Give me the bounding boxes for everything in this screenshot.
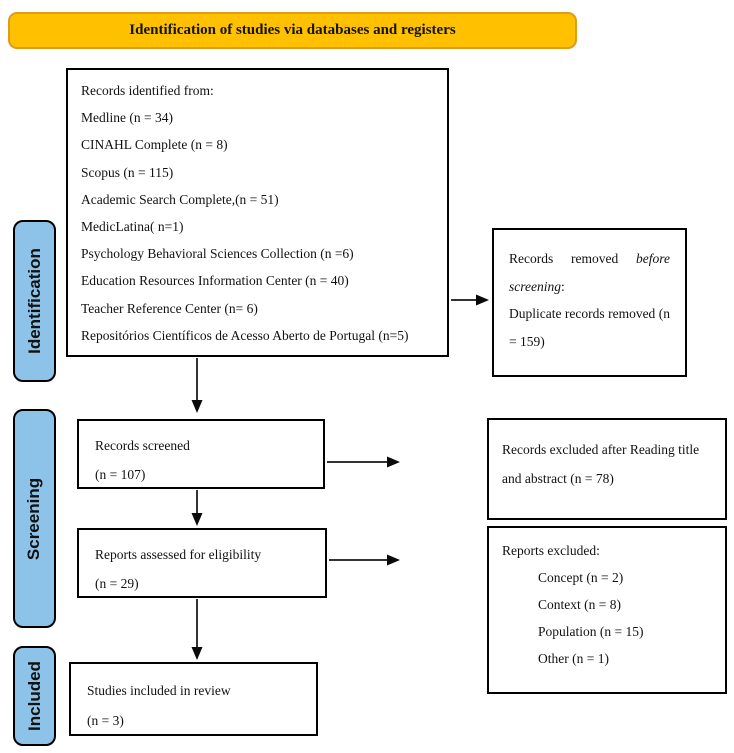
arrow-identified-to-screened bbox=[191, 358, 203, 413]
stage-screening: Screening bbox=[13, 409, 56, 628]
arrow-assessed-to-included bbox=[191, 599, 203, 660]
records-removed-lead: Records removed before screening: bbox=[509, 245, 670, 300]
box-reports-excluded: Reports excluded: Concept (n = 2) Contex… bbox=[487, 526, 727, 694]
diagram-header: Identification of studies via databases … bbox=[8, 12, 577, 49]
reports-assessed-count: (n = 29) bbox=[95, 576, 139, 591]
stage-included: Included bbox=[13, 646, 56, 746]
reports-assessed-line1: Reports assessed for eligibility bbox=[95, 547, 262, 562]
stage-identification: Identification bbox=[13, 220, 56, 382]
stage-identification-label: Identification bbox=[24, 248, 44, 354]
records-excluded-text: Records excluded after Reading title and… bbox=[502, 442, 700, 486]
records-identified-line: Psychology Behavioral Sciences Collectio… bbox=[81, 246, 354, 262]
arrow-identified-to-removed bbox=[451, 294, 489, 306]
records-identified-line: Records identified from: bbox=[81, 83, 214, 98]
records-removed-italic-text: before screening bbox=[509, 251, 670, 294]
reports-excluded-item: Concept (n = 2) bbox=[538, 570, 624, 585]
records-identified-line: Repositórios Científicos de Acesso Abert… bbox=[81, 327, 409, 343]
records-identified-line: Education Resources Information Center (… bbox=[81, 273, 349, 289]
studies-included-line1: Studies included in review bbox=[87, 683, 231, 698]
box-records-excluded: Records excluded after Reading title and… bbox=[487, 418, 727, 520]
reports-excluded-item: Context (n = 8) bbox=[538, 597, 621, 612]
studies-included-count: (n = 3) bbox=[87, 713, 124, 728]
records-identified-line: Academic Search Complete,(n = 51) bbox=[81, 191, 279, 207]
records-removed-colon: : bbox=[560, 278, 565, 294]
reports-excluded-item: Population (n = 15) bbox=[538, 624, 644, 639]
arrow-screened-to-assessed bbox=[191, 490, 203, 526]
records-identified-line: MedicLatina( n=1) bbox=[81, 219, 184, 235]
reports-excluded-title: Reports excluded: bbox=[502, 543, 600, 558]
box-records-screened: Records screened (n = 107) bbox=[77, 419, 325, 489]
records-identified-line: CINAHL Complete (n = 8) bbox=[81, 137, 228, 153]
records-screened-line1: Records screened bbox=[95, 438, 190, 453]
records-removed-lead-text: Records removed bbox=[509, 251, 619, 266]
records-identified-line: Medline (n = 34) bbox=[81, 110, 173, 126]
arrow-assessed-to-excluded bbox=[329, 554, 400, 566]
stage-included-label: Included bbox=[24, 661, 44, 731]
diagram-header-title: Identification of studies via databases … bbox=[129, 22, 456, 38]
records-removed-detail: Duplicate records removed (n = 159) bbox=[509, 306, 670, 349]
records-identified-line: Teacher Reference Center (n= 6) bbox=[81, 300, 258, 316]
box-records-identified: Records identified from: Medline (n = 34… bbox=[66, 68, 449, 357]
records-identified-line: Scopus (n = 115) bbox=[81, 164, 174, 180]
records-screened-count: (n = 107) bbox=[95, 467, 146, 482]
stage-screening-label: Screening bbox=[24, 477, 44, 560]
reports-excluded-item: Other (n = 1) bbox=[538, 651, 609, 666]
box-records-removed: Records removed before screening: Duplic… bbox=[492, 228, 687, 377]
arrow-screened-to-excluded bbox=[327, 456, 400, 468]
box-reports-assessed: Reports assessed for eligibility (n = 29… bbox=[77, 528, 327, 598]
box-studies-included: Studies included in review (n = 3) bbox=[69, 662, 318, 736]
